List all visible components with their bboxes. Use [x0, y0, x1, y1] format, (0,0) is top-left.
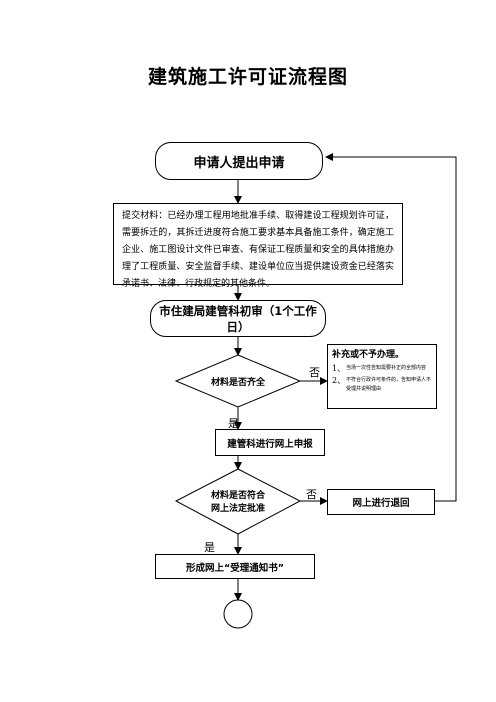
label-yes-2: 是 — [204, 541, 215, 554]
node-return-online-label: 网上进行退回 — [352, 498, 410, 509]
supplement-item-1: 1、 当场一次性告知需要补正的全部内容 — [332, 364, 432, 374]
node-apply: 申请人提出申请 — [155, 142, 323, 180]
label-yes-1: 是 — [228, 417, 239, 430]
end-circle — [223, 599, 253, 629]
supplement-item-1-num: 1、 — [332, 364, 346, 373]
node-return-online: 网上进行退回 — [327, 489, 435, 515]
decision-legal-line2: 网上法定批准 — [210, 504, 265, 514]
page-title: 建筑施工许可证流程图 — [147, 66, 348, 88]
decision-legal-label: 材料是否符合 网上法定批准 — [186, 490, 290, 516]
node-materials: 提交材料：已经办理工程用地批准手续、取得建设工程规划许可证，需要拆迁的，其拆迁进… — [113, 203, 403, 289]
node-online-declare-label: 建管科进行网上申报 — [227, 438, 313, 450]
supplement-title: 补充或不予办理。 — [332, 350, 405, 360]
node-apply-label: 申请人提出申请 — [193, 155, 285, 171]
decision-diamond-complete — [174, 354, 302, 408]
decision-diamond-legal — [174, 468, 302, 535]
node-acceptance-notice: 形成网上“受理通知书” — [155, 554, 315, 579]
supplement-item-2-text: 不符合行政许可条件的，告知申请人不受理并说明理由 — [346, 377, 432, 392]
node-supplement: 补充或不予办理。 1、 当场一次性告知需要补正的全部内容 2、 不符合行政许可条… — [327, 344, 437, 409]
label-no-2: 否 — [306, 488, 317, 501]
node-initial-review-label: 市住建局建管科初审（1个工作日） — [159, 303, 317, 334]
supplement-item-2-num: 2、 — [332, 376, 346, 385]
supplement-item-2: 2、 不符合行政许可条件的，告知申请人不受理并说明理由 — [332, 376, 432, 394]
label-no-1: 否 — [309, 366, 320, 379]
node-initial-review: 市住建局建管科初审（1个工作日） — [150, 300, 326, 337]
node-acceptance-notice-label: 形成网上“受理通知书” — [186, 562, 284, 574]
arrow-return-loop — [325, 153, 457, 502]
node-materials-text: 提交材料：已经办理工程用地批准手续、取得建设工程规划许可证，需要拆迁的，其拆迁进… — [122, 211, 394, 289]
node-online-declare: 建管科进行网上申报 — [215, 429, 325, 456]
decision-complete-label: 材料是否齐全 — [210, 377, 265, 388]
supplement-item-1-text: 当场一次性告知需要补正的全部内容 — [346, 365, 427, 371]
decision-legal-line1: 材料是否符合 — [210, 491, 265, 501]
